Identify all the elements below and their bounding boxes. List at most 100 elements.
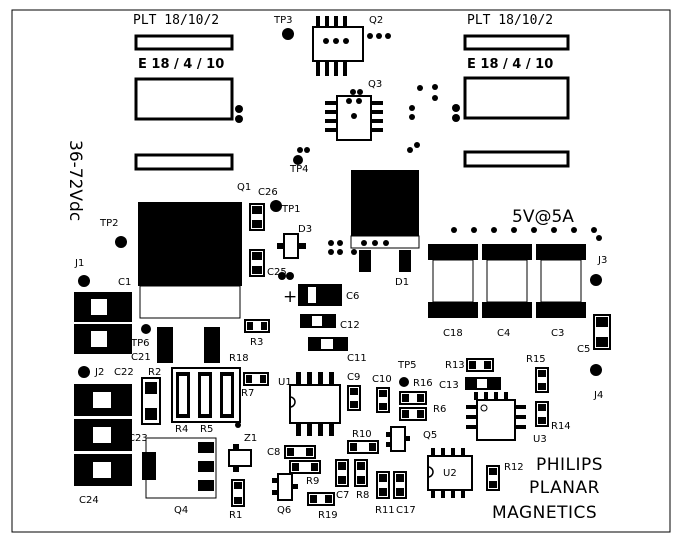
cap-c6-window xyxy=(308,287,316,303)
designator-c8: C8 xyxy=(267,447,280,458)
designator-z1: Z1 xyxy=(244,433,257,444)
core-right-bottom-bar xyxy=(463,150,570,168)
transistor-q6 xyxy=(277,473,293,501)
pad xyxy=(234,482,242,489)
pad xyxy=(272,478,278,483)
pin xyxy=(466,405,476,409)
pad xyxy=(489,468,497,475)
designator-r13: R13 xyxy=(445,360,465,371)
designator-c13: C13 xyxy=(439,380,459,391)
via xyxy=(409,114,415,120)
designator-c4: C4 xyxy=(497,328,510,339)
core-left-top-bar xyxy=(134,34,234,51)
pin xyxy=(325,62,329,76)
via xyxy=(337,240,343,246)
designator-j3: J3 xyxy=(597,255,607,266)
pad xyxy=(234,497,242,504)
via xyxy=(346,98,352,104)
designator-r19: R19 xyxy=(318,510,338,521)
core-left-bottom-bar xyxy=(134,153,234,171)
res-r18-window xyxy=(223,376,231,414)
pin xyxy=(504,392,508,400)
core-left-plt-label: PLT 18/10/2 xyxy=(133,13,219,28)
test-point-tp1 xyxy=(270,200,282,212)
pad xyxy=(261,322,267,330)
pad xyxy=(246,375,252,383)
pad xyxy=(311,463,318,471)
core-right-top-bar xyxy=(463,34,570,51)
mid-caps-area: + C6 C12 C11 R3 xyxy=(244,284,367,364)
designator-r15: R15 xyxy=(526,354,546,365)
designator-r1: R1 xyxy=(229,510,242,521)
pad xyxy=(405,436,410,441)
pad xyxy=(233,444,239,450)
cap-c13-window xyxy=(477,379,487,388)
pad xyxy=(252,266,262,274)
via xyxy=(328,249,334,255)
cap-c22-bulk xyxy=(204,327,220,363)
designator-c23: C23 xyxy=(128,433,148,444)
pin xyxy=(329,424,334,436)
designator-r18: R18 xyxy=(229,353,249,364)
pad xyxy=(145,408,157,420)
designator-r12: R12 xyxy=(504,462,524,473)
designator-q1: Q1 xyxy=(237,182,251,193)
package-u1 xyxy=(289,384,341,424)
pin xyxy=(431,490,435,498)
pad xyxy=(350,388,358,395)
pin xyxy=(343,16,347,26)
via xyxy=(452,104,460,112)
designator-r5: R5 xyxy=(200,424,213,435)
test-point-tp3 xyxy=(282,28,294,40)
via xyxy=(591,227,597,233)
pad xyxy=(396,474,404,482)
designator-c24: C24 xyxy=(79,495,99,506)
pad xyxy=(402,394,409,402)
via xyxy=(511,227,517,233)
designator-q2: Q2 xyxy=(369,15,383,26)
pin xyxy=(307,372,312,384)
designator-tp6: TP6 xyxy=(130,338,150,349)
designator-c5: C5 xyxy=(577,344,590,355)
cap-c12-window xyxy=(312,316,322,326)
pad xyxy=(325,495,332,503)
pin xyxy=(466,415,476,419)
designator-u2: U2 xyxy=(443,468,457,479)
designator-r10: R10 xyxy=(352,429,372,440)
input-caps-lower-area: J2 C23 C24 xyxy=(74,366,148,506)
via xyxy=(235,115,243,123)
pin xyxy=(329,372,334,384)
pin xyxy=(474,392,478,400)
designator-q3: Q3 xyxy=(368,79,382,90)
package-d1-tab xyxy=(351,170,419,236)
pin xyxy=(451,448,455,456)
designator-r8: R8 xyxy=(356,490,369,501)
pad xyxy=(469,361,476,369)
designator-c12: C12 xyxy=(340,320,360,331)
via xyxy=(235,105,243,113)
pad xyxy=(145,382,157,394)
cap-c18-body xyxy=(432,259,474,303)
designator-c22: C22 xyxy=(114,367,134,378)
cap-c23-upper-window xyxy=(93,392,111,408)
pin xyxy=(325,128,336,132)
package-q2 xyxy=(312,26,364,62)
designator-c10: C10 xyxy=(372,374,392,385)
transistor-q5 xyxy=(390,426,406,452)
output-area: 5V@5A C18 C4 C3 J3 C5 J4 xyxy=(428,207,611,401)
u1-area: U1 xyxy=(278,372,341,436)
input-connector-area: TP2 J1 C1 xyxy=(74,218,132,354)
cap-c1-upper-window xyxy=(91,299,107,315)
q3-area: Q3 TP4 xyxy=(289,79,438,175)
pin xyxy=(316,62,320,76)
test-point-tp6 xyxy=(141,324,151,334)
control-left-area: TP6 C21 C22 R2 R18 R4 R5 R7 xyxy=(114,324,269,435)
via xyxy=(372,240,378,246)
via xyxy=(367,33,373,39)
lower-mid-area: R10 Q5 C8 R9 Q6 R19 C7 R8 xyxy=(267,426,524,521)
pad xyxy=(386,432,391,437)
cap-c18-top-pad xyxy=(428,244,478,260)
core-left: PLT 18/10/2 E 18 / 4 / 10 xyxy=(133,13,243,171)
